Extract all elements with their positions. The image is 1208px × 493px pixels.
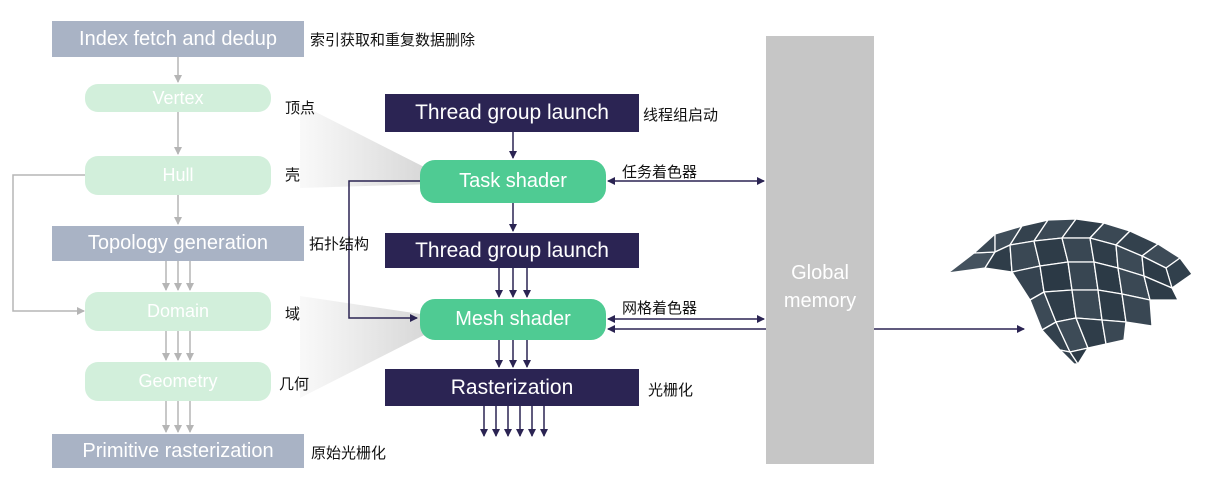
domain-box: Domain — [85, 292, 271, 331]
label-cn-index-fetch: 索引获取和重复数据删除 — [310, 31, 476, 49]
arrows-domain-to-geometry — [162, 331, 194, 361]
arrows-raster-output — [480, 406, 548, 437]
mesh-shader-box: Mesh shader — [420, 299, 606, 340]
arrows-mesh-to-raster — [495, 340, 531, 368]
index-fetch-box: Index fetch and dedup — [52, 21, 304, 57]
thread-group-launch-box-1: Thread group launch — [385, 94, 639, 132]
arrows-launch-to-mesh — [495, 268, 531, 298]
global-memory-block: Global memory — [766, 36, 874, 464]
thread-group-launch-box-2: Thread group launch — [385, 233, 639, 268]
label-cn-vertex: 顶点 — [285, 99, 316, 117]
vertex-box: Vertex — [85, 84, 271, 112]
task-shader-box: Task shader — [420, 160, 606, 203]
arrow-hull-bypass-to-domain — [12, 174, 85, 315]
fan-to-mesh-shader — [300, 296, 434, 398]
label-cn-primitive-raster: 原始光栅化 — [311, 444, 387, 462]
label-cn-geometry: 几何 — [279, 375, 310, 393]
global-memory-label-line2: memory — [783, 290, 857, 312]
arrows-topology-to-domain — [162, 261, 194, 291]
label-cn-topology: 拓扑结构 — [309, 235, 370, 253]
hull-box: Hull — [85, 156, 271, 195]
label-cn-mesh-shader: 网格着色器 — [622, 299, 698, 317]
global-memory-label-line1: Global — [791, 262, 849, 284]
label-cn-task-shader: 任务着色器 — [622, 163, 698, 181]
primitive-raster-box: Primitive rasterization — [52, 434, 304, 468]
mesh-model-icon — [947, 218, 1193, 365]
label-cn-rasterization: 光栅化 — [648, 381, 694, 399]
label-cn-domain: 域 — [285, 305, 301, 323]
label-cn-thread-group-launch: 线程组启动 — [643, 106, 719, 124]
geometry-box: Geometry — [85, 362, 271, 401]
label-cn-hull: 壳 — [285, 166, 301, 184]
fan-to-task-shader — [300, 104, 434, 188]
arrow-task-bypass-to-mesh — [348, 180, 420, 322]
rasterization-box: Rasterization — [385, 369, 639, 406]
topology-box: Topology generation — [52, 226, 304, 261]
arrows-geometry-to-primitive — [162, 401, 194, 433]
